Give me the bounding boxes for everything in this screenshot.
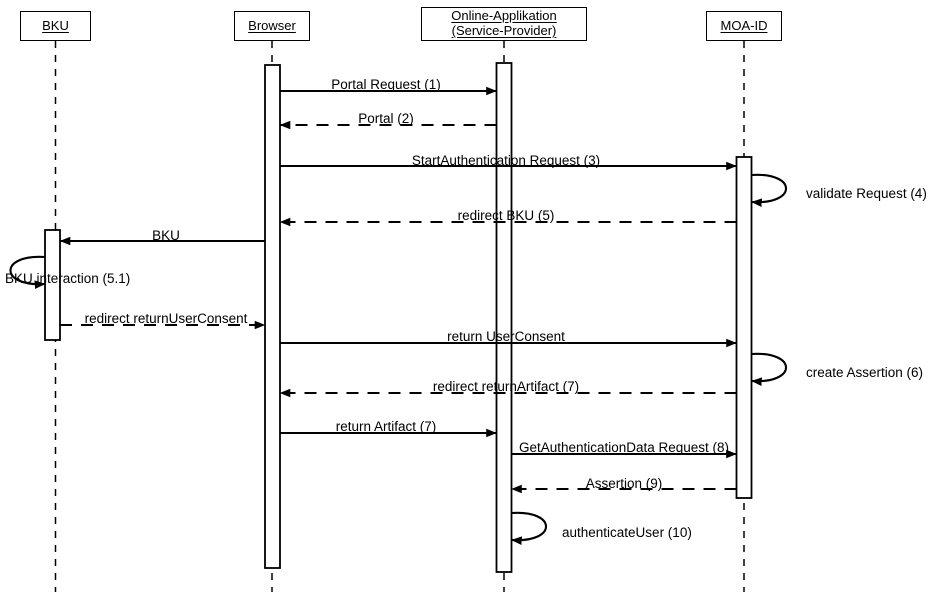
message-label-13: GetAuthenticationData Request (8)	[518, 440, 730, 455]
lifeline-header-browser[interactable]: Browser	[234, 11, 310, 41]
message-label-7: BKU interaction (5.1)	[5, 271, 131, 286]
lifeline-header-moaid[interactable]: MOA-ID	[706, 11, 782, 41]
message-7-bku-interaction-5-1-selfcall	[9, 255, 46, 289]
lifeline-header-bku[interactable]: BKU	[20, 11, 91, 41]
message-15-authenticateuser-10-selfcall	[511, 511, 548, 545]
activation-bar-browser	[264, 64, 281, 569]
message-label-12: return Artifact (7)	[335, 419, 437, 434]
message-label-3: StartAuthentication Request (3)	[411, 153, 601, 168]
message-label-1: Portal Request (1)	[331, 77, 441, 92]
lifeline-label-moaid: MOA-ID	[720, 17, 768, 33]
message-10-create-assertion-6-selfcall	[751, 352, 788, 386]
message-arrows-layer	[9, 86, 788, 545]
message-label-9: return UserConsent	[447, 329, 565, 344]
message-label-14: Assertion (9)	[585, 476, 663, 491]
message-label-6: BKU	[152, 228, 180, 243]
message-label-2: Portal (2)	[358, 111, 414, 126]
message-4-validate-request-4-selfcall	[751, 173, 788, 207]
message-label-5: redirect BKU (5)	[457, 208, 555, 223]
message-label-11: redirect returnArtifact (7)	[432, 379, 580, 394]
lifeline-label-bku: BKU	[42, 17, 69, 33]
lifeline-header-onlineapp[interactable]: Online-Applikation (Service-Provider)	[421, 7, 587, 41]
message-label-15: authenticateUser (10)	[562, 525, 692, 540]
lifeline-label-onlineapp: Online-Applikation (Service-Provider)	[451, 8, 557, 38]
activation-bars-layer	[44, 62, 753, 573]
message-label-8: redirect returnUserConsent	[84, 311, 248, 326]
lifeline-label-browser: Browser	[248, 17, 296, 33]
activation-bar-moaid	[735, 156, 753, 499]
message-label-4: validate Request (4)	[806, 186, 927, 201]
activation-bar-onlineapp	[495, 62, 513, 573]
message-label-10: create Assertion (6)	[806, 365, 924, 380]
